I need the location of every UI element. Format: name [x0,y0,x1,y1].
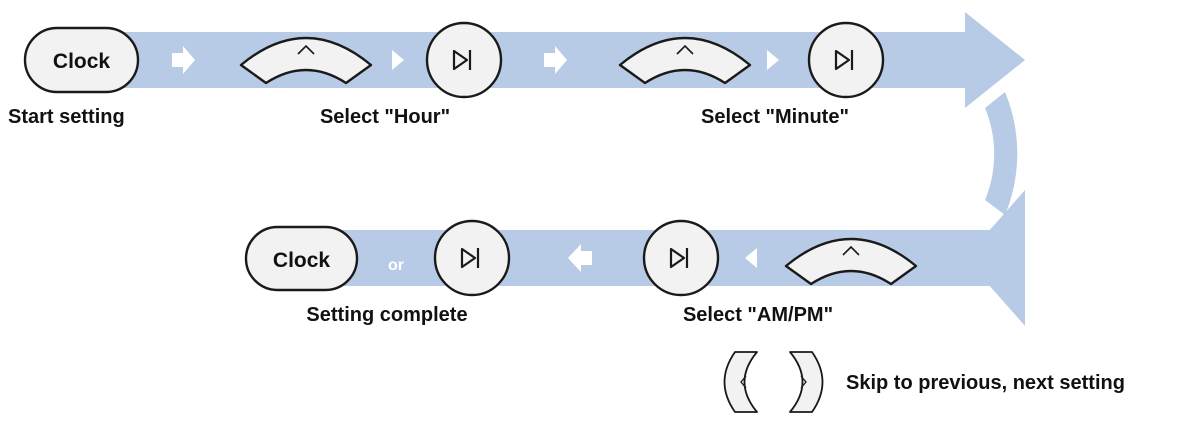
or-label: or [388,257,404,274]
clock-button-label: Clock [273,249,331,272]
step-label-hour: Select "Hour" [319,106,451,128]
clock-button-label: Clock [53,50,111,73]
chevron-right-icon [800,375,807,389]
play-pause-button-hour[interactable] [425,21,503,99]
chevron-left-icon [740,375,747,389]
step-label-ampm: Select "AM/PM" [682,304,834,326]
arrow-icon [392,50,404,70]
arrow-icon [767,50,779,70]
step-label-complete: Setting complete [306,304,468,326]
legend-skip-label: Skip to previous, next setting [846,372,1125,394]
clock-button-complete[interactable]: Clock [244,225,359,292]
arrow-icon [544,46,567,74]
play-pause-button-complete[interactable] [433,219,511,297]
arrow-icon [745,248,757,268]
prev-key[interactable] [723,351,758,413]
play-pause-button-minute[interactable] [807,21,885,99]
arrow-icon [172,46,195,74]
step-label-start: Start setting [8,106,125,128]
step-label-minute: Select "Minute" [701,106,849,128]
clock-button-start[interactable]: Clock [23,26,140,94]
play-pause-button-ampm[interactable] [642,219,720,297]
next-key[interactable] [789,351,824,413]
arrow-icon [568,244,592,272]
